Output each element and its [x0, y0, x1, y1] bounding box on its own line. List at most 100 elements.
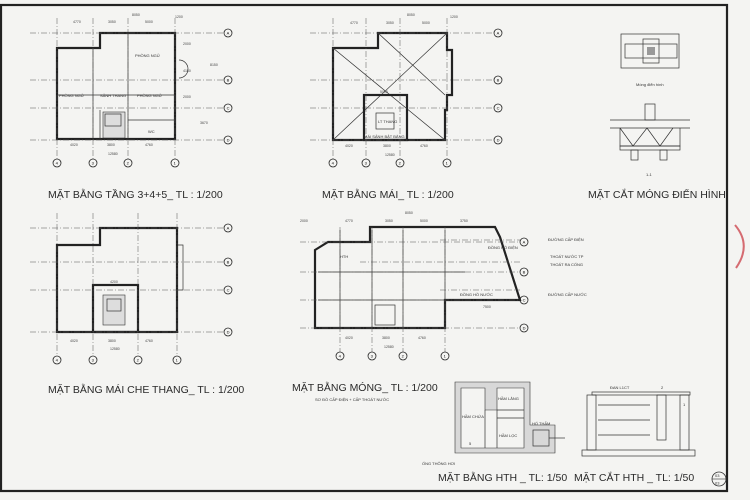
grid-axis-bubble	[223, 223, 233, 233]
foundation-label: THOÁT NƯỚC TP	[550, 254, 584, 259]
dim-text: 4770	[345, 219, 353, 223]
room-label: PHÒNG NGỦ	[59, 93, 84, 98]
grid-axis-bubble	[442, 158, 452, 168]
dim-text: 2000	[183, 95, 191, 99]
grid-axis-label: 3	[92, 161, 95, 166]
dim-text: 3800	[108, 339, 116, 343]
floor-plan: PHÒNG NGỦ PHÒNG NGỦ SẢNH THANG PHÒNG NGỦ…	[55, 13, 218, 156]
septic-marker: 5	[469, 441, 472, 446]
grid-axis-label: 4	[56, 161, 59, 166]
grid-axis-label: 1	[446, 161, 449, 166]
grid-axis-label: 3	[371, 354, 374, 359]
grid-axis-label: 2	[137, 358, 140, 363]
dim-text: 3800	[382, 336, 390, 340]
grid-axis-bubble	[52, 158, 62, 168]
floor-plan-title: MẶT BẰNG TẦNG 3+4+5_ TL : 1/200	[48, 188, 223, 201]
grid-axis-bubble	[328, 158, 338, 168]
grid-axis-bubble	[519, 323, 529, 333]
septic-label: HẦM LỌC	[499, 433, 517, 438]
grid-axis-label: C	[227, 288, 230, 293]
roof-label: LT THANG	[378, 119, 397, 124]
foundation-plan: HTH ĐỒNG HỒ ĐIỆN ĐƯỜNG CẤP ĐIỆN THOÁT NƯ…	[300, 211, 587, 349]
sheet-number-top: 03	[715, 473, 720, 478]
grid-axis-label: A	[227, 226, 230, 231]
grid-axis-label: 3	[92, 358, 95, 363]
dim-text: 4770	[350, 21, 358, 25]
dim-text: 12580	[108, 152, 118, 156]
foundation-label: ĐƯỜNG CẤP NƯỚC	[548, 292, 587, 297]
grid-axis-bubble	[395, 158, 405, 168]
grid-axis-bubble	[493, 75, 503, 85]
grid-axis-label: D	[227, 138, 230, 143]
grid-axis-label: 2	[399, 161, 402, 166]
dim-text: 4020	[345, 336, 353, 340]
dim-text: 4760	[145, 339, 153, 343]
room-label: SẢNH THANG	[100, 93, 126, 98]
grid-axis-label: B	[497, 78, 500, 83]
grid-axis-label: C	[227, 106, 230, 111]
dim-text: 4020	[70, 143, 78, 147]
roof-plan-title: MẶT BẰNG MÁI_ TL : 1/200	[322, 188, 454, 201]
section-marker: 1	[683, 402, 686, 407]
dim-text: 3800	[107, 143, 115, 147]
grid-axis-bubble	[493, 28, 503, 38]
septic-section-title: MẶT CẮT HTH _ TL: 1/50	[574, 471, 694, 484]
foundation-label: THOÁT RA CỐNG	[550, 262, 583, 267]
grid-axis-bubble	[223, 75, 233, 85]
dim-text: 3050	[386, 21, 394, 25]
grid-axis-label: 4	[56, 358, 59, 363]
dim-text: 12580	[385, 153, 395, 157]
stair-roof-plan: 4200 4020 3800 4760 12580	[55, 226, 184, 351]
foundation-plan-caption: Móng điển hình	[636, 82, 664, 87]
room-label: PHÒNG NGỦ	[137, 93, 162, 98]
grid-axis-bubble	[493, 135, 503, 145]
grid-axis-bubble	[367, 351, 377, 361]
grid-axis-label: D	[523, 326, 526, 331]
dim-text: 8050	[407, 13, 415, 17]
grid-axis-bubble	[223, 28, 233, 38]
dim-text: 4020	[345, 144, 353, 148]
grid-axis-bubble	[519, 237, 529, 247]
grid-axis-label: 3	[365, 161, 368, 166]
septic-plan: HẦM CHỨA HẦM LẮNG HẦM LỌC HỐ THẤM ỐNG TH…	[422, 381, 565, 466]
dim-text: 3050	[108, 20, 116, 24]
dim-text: 2000	[183, 42, 191, 46]
grid-axis-label: 1	[174, 161, 177, 166]
grid-axis-bubble	[133, 355, 143, 365]
grid-axis-bubble	[123, 158, 133, 168]
dim-text: 1200	[450, 15, 458, 19]
dim-text: 4760	[420, 144, 428, 148]
grid-axis-bubble	[170, 158, 180, 168]
septic-label: ỐNG THÔNG HƠI	[422, 461, 455, 466]
dim-text: 5000	[422, 21, 430, 25]
dim-text: 4760	[418, 336, 426, 340]
grid-axis-bubble	[519, 267, 529, 277]
foundation-label: ĐỒNG HỒ NƯỚC	[460, 292, 493, 297]
grid-axis-label: 2	[127, 161, 130, 166]
septic-label: HẦM CHỨA	[462, 414, 484, 419]
dim-text: 5000	[380, 90, 388, 94]
grid-axis-bubble	[335, 351, 345, 361]
room-label: PHÒNG NGỦ	[135, 53, 160, 58]
dim-text: 3670	[200, 121, 208, 125]
foundation-label: ĐỒNG HỒ ĐIỆN	[488, 245, 518, 250]
grid-axis-bubble	[361, 158, 371, 168]
grid-axis-bubble	[172, 355, 182, 365]
sheet-number: 03 03	[711, 471, 727, 487]
dim-text: 3750	[460, 219, 468, 223]
grid-axis-label: 1	[176, 358, 179, 363]
dim-text: 4770	[73, 20, 81, 24]
stamp-mark	[734, 224, 745, 269]
grid-axis-bubble	[519, 295, 529, 305]
grid-axis-label: 2	[402, 354, 405, 359]
foundation-label: ĐƯỜNG CẤP ĐIỆN	[548, 237, 584, 242]
grid-axis-label: B	[523, 270, 526, 275]
grid-axis-bubble	[223, 327, 233, 337]
sheet-border	[0, 3, 729, 493]
dim-text: 2000	[300, 219, 308, 223]
grid-axis-label: 1	[444, 354, 447, 359]
grid-axis-bubble	[88, 355, 98, 365]
dim-text: 8050	[132, 13, 140, 17]
grid-axis-bubble	[223, 135, 233, 145]
